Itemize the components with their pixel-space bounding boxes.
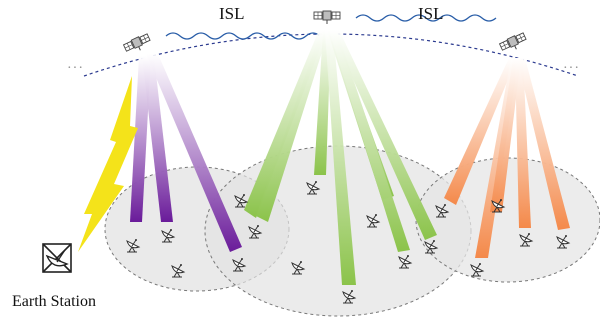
beam-purple [130, 56, 151, 222]
beam-orange [517, 58, 570, 230]
isl-label-right: ISL [418, 4, 444, 23]
beam-green [329, 30, 410, 252]
satellite-icon [498, 31, 529, 56]
beams-orange [444, 58, 570, 258]
orbit-arc [83, 33, 579, 77]
beam-orange [444, 58, 517, 205]
earth-station-label: Earth Station [12, 293, 96, 310]
beam-green [325, 30, 356, 285]
ellipsis-right: ··· [563, 61, 580, 76]
beam-purple [142, 56, 173, 222]
beam-green [256, 30, 329, 222]
isl-link-left [165, 32, 321, 40]
satellite-icon [313, 10, 341, 25]
beam-orange [515, 58, 531, 228]
isl-link-right [355, 14, 497, 22]
beams-purple [130, 54, 242, 252]
beam-purple [146, 54, 242, 252]
ground-station-dish-icon [42, 243, 72, 273]
ellipsis-left: ··· [67, 61, 84, 76]
coverage-cell-right [415, 157, 600, 283]
satellite-icon [122, 32, 153, 57]
beam-orange [490, 58, 521, 212]
isl-label-left: ISL [219, 4, 245, 23]
beams-green [244, 30, 437, 285]
beam-green [314, 30, 331, 175]
feeder-link-lightning [78, 76, 138, 252]
beam-green [331, 30, 437, 240]
